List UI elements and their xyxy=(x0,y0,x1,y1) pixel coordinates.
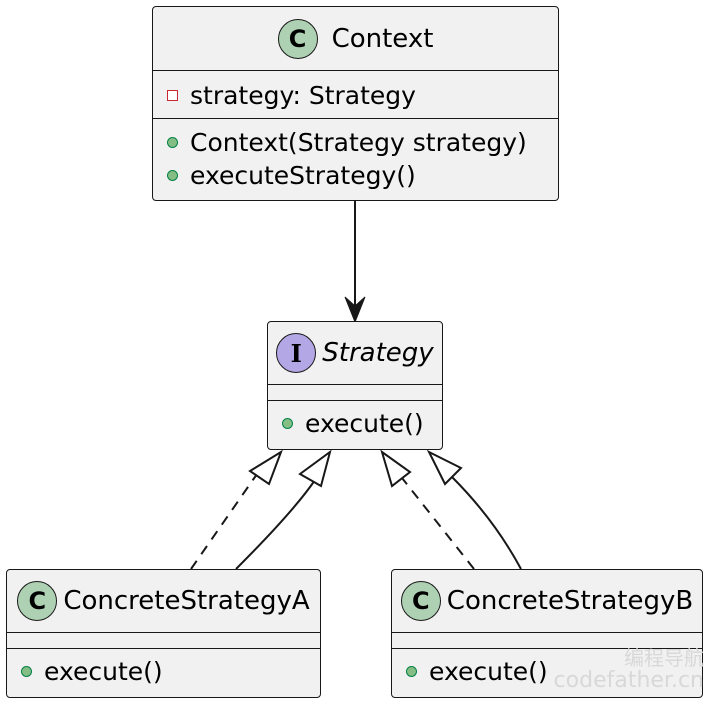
class-badge-icon: C xyxy=(400,581,441,621)
watermark-title: 编程导航 xyxy=(624,646,704,670)
interface-header: I Strategy xyxy=(268,322,442,385)
method-text: Context(Strategy strategy) xyxy=(190,128,527,157)
methods-section: execute() xyxy=(268,401,442,440)
class-name: ConcreteStrategyB xyxy=(446,586,694,616)
generalization-b-to-strategy xyxy=(426,449,522,570)
class-header: C ConcreteStrategyB xyxy=(392,570,702,633)
class-header: C ConcreteStrategyA xyxy=(7,570,320,633)
attributes-section xyxy=(7,633,320,649)
class-concrete-strategy-a: C ConcreteStrategyA execute() xyxy=(6,569,321,698)
realization-a-to-strategy xyxy=(190,449,283,570)
public-visibility-icon xyxy=(167,137,178,148)
attribute-row: strategy: Strategy xyxy=(153,79,558,112)
association-context-to-strategy xyxy=(344,201,366,324)
methods-section: Context(Strategy strategy) executeStrate… xyxy=(153,119,558,192)
interface-name: Strategy xyxy=(322,338,434,368)
method-text: executeStrategy() xyxy=(190,161,416,190)
watermark-url: codefather.cn xyxy=(553,668,704,693)
class-context: C Context strategy: Strategy Context(Str… xyxy=(152,6,559,201)
class-badge-icon: C xyxy=(17,581,58,621)
method-row: executeStrategy() xyxy=(153,159,558,192)
method-text: execute() xyxy=(44,657,163,686)
public-visibility-icon xyxy=(282,418,293,429)
interface-badge-icon: I xyxy=(276,333,317,373)
public-visibility-icon xyxy=(21,666,32,677)
method-text: execute() xyxy=(429,657,548,686)
method-text: execute() xyxy=(305,409,424,438)
attributes-section xyxy=(268,385,442,401)
class-badge-icon: C xyxy=(277,18,318,59)
attributes-section xyxy=(392,633,702,649)
generalization-a-to-strategy xyxy=(235,449,332,570)
methods-section: execute() xyxy=(392,649,702,688)
private-visibility-icon xyxy=(167,90,178,101)
method-row: execute() xyxy=(268,407,442,440)
public-visibility-icon xyxy=(167,170,178,181)
methods-section: execute() xyxy=(7,649,320,688)
method-row: execute() xyxy=(392,655,702,688)
realization-b-to-strategy xyxy=(380,449,475,570)
interface-strategy: I Strategy execute() xyxy=(267,321,443,450)
method-row: execute() xyxy=(7,655,320,688)
class-name: Context xyxy=(331,23,434,54)
class-header: C Context xyxy=(153,7,558,71)
method-row: Context(Strategy strategy) xyxy=(153,126,558,159)
attribute-text: strategy: Strategy xyxy=(190,81,416,110)
public-visibility-icon xyxy=(406,666,417,677)
attributes-section: strategy: Strategy xyxy=(153,71,558,119)
class-name: ConcreteStrategyA xyxy=(63,586,310,616)
class-concrete-strategy-b: C ConcreteStrategyB execute() xyxy=(391,569,703,698)
